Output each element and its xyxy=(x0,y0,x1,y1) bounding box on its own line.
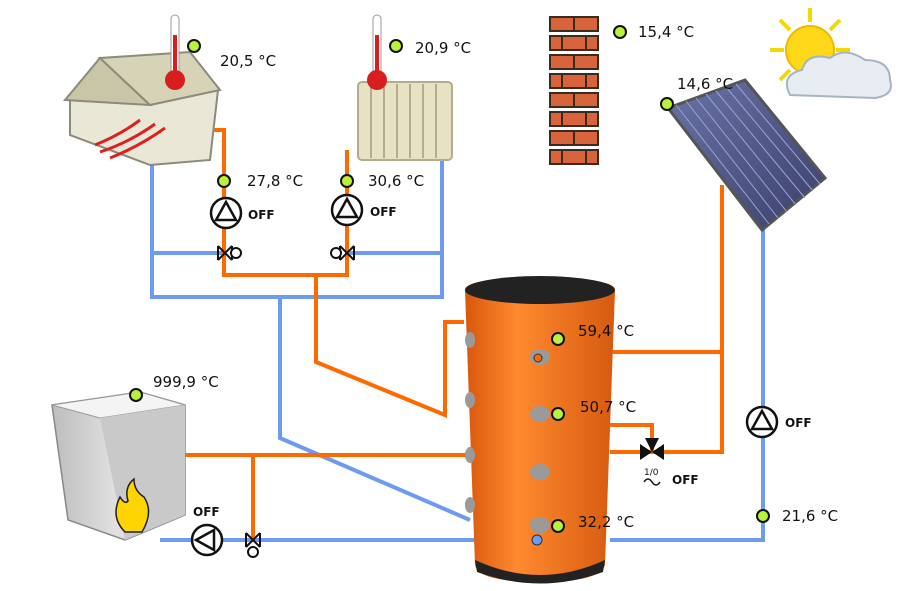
sensor-floor-heating-flow[interactable]: 27,8 °C xyxy=(217,172,303,190)
brick-wall-icon xyxy=(549,16,599,165)
pump-radiator-state: OFF xyxy=(370,205,397,219)
valve-state: OFF xyxy=(672,473,699,487)
svg-text:30,6 °C: 30,6 °C xyxy=(368,172,424,190)
valve-label: 1/0 xyxy=(644,468,659,478)
sun-cloud-icon xyxy=(770,8,892,100)
sensor-radiator-room[interactable]: 20,9 °C xyxy=(389,39,471,57)
sensor-floor-heating-room[interactable]: 20,5 °C xyxy=(187,39,276,70)
sensor-tank-top[interactable]: 59,4 °C xyxy=(551,322,634,346)
svg-text:20,5 °C: 20,5 °C xyxy=(220,52,276,70)
svg-text:14,6 °C: 14,6 °C xyxy=(677,75,733,93)
svg-text:50,7 °C: 50,7 °C xyxy=(580,398,636,416)
house-icon xyxy=(62,50,222,167)
storage-tank-icon xyxy=(465,276,615,584)
flow-pipes xyxy=(185,128,724,540)
radiator-icon xyxy=(357,81,453,161)
pump-solar-state: OFF xyxy=(785,416,812,430)
svg-text:999,9 °C: 999,9 °C xyxy=(153,373,219,391)
sensor-tank-bottom[interactable]: 32,2 °C xyxy=(551,513,634,533)
mixing-valve-icon[interactable] xyxy=(245,532,261,558)
flame-icon xyxy=(115,477,150,533)
mixing-valve-icon[interactable] xyxy=(217,245,242,261)
mixing-valve-icon[interactable] xyxy=(330,245,355,261)
svg-text:32,2 °C: 32,2 °C xyxy=(578,513,634,531)
svg-text:15,4 °C: 15,4 °C xyxy=(638,23,694,41)
sensor-tank-middle[interactable]: 50,7 °C xyxy=(551,398,636,421)
three-way-valve-icon[interactable] xyxy=(640,438,664,486)
sensor-radiator-flow[interactable]: 30,6 °C xyxy=(340,172,424,190)
pump-icon[interactable] xyxy=(190,523,224,557)
thermometer-icon xyxy=(165,14,185,90)
pump-icon[interactable] xyxy=(745,405,779,439)
solar-panel-icon xyxy=(665,78,828,233)
sensor-boiler[interactable]: 999,9 °C xyxy=(129,373,219,402)
sensor-solar-return[interactable]: 21,6 °C xyxy=(756,507,838,525)
pump-icon[interactable] xyxy=(330,193,364,227)
sensor-solar-collector[interactable]: 14,6 °C xyxy=(660,75,733,111)
svg-text:21,6 °C: 21,6 °C xyxy=(782,507,838,525)
svg-text:20,9 °C: 20,9 °C xyxy=(415,39,471,57)
svg-text:59,4 °C: 59,4 °C xyxy=(578,322,634,340)
pump-boiler-state: OFF xyxy=(193,505,220,519)
pump-icon[interactable] xyxy=(209,196,243,230)
pump-floor-heating-state: OFF xyxy=(248,208,275,222)
boiler-icon xyxy=(51,391,186,541)
svg-text:27,8 °C: 27,8 °C xyxy=(247,172,303,190)
thermometer-icon xyxy=(367,14,387,90)
sensor-outdoor[interactable]: 15,4 °C xyxy=(613,23,694,41)
